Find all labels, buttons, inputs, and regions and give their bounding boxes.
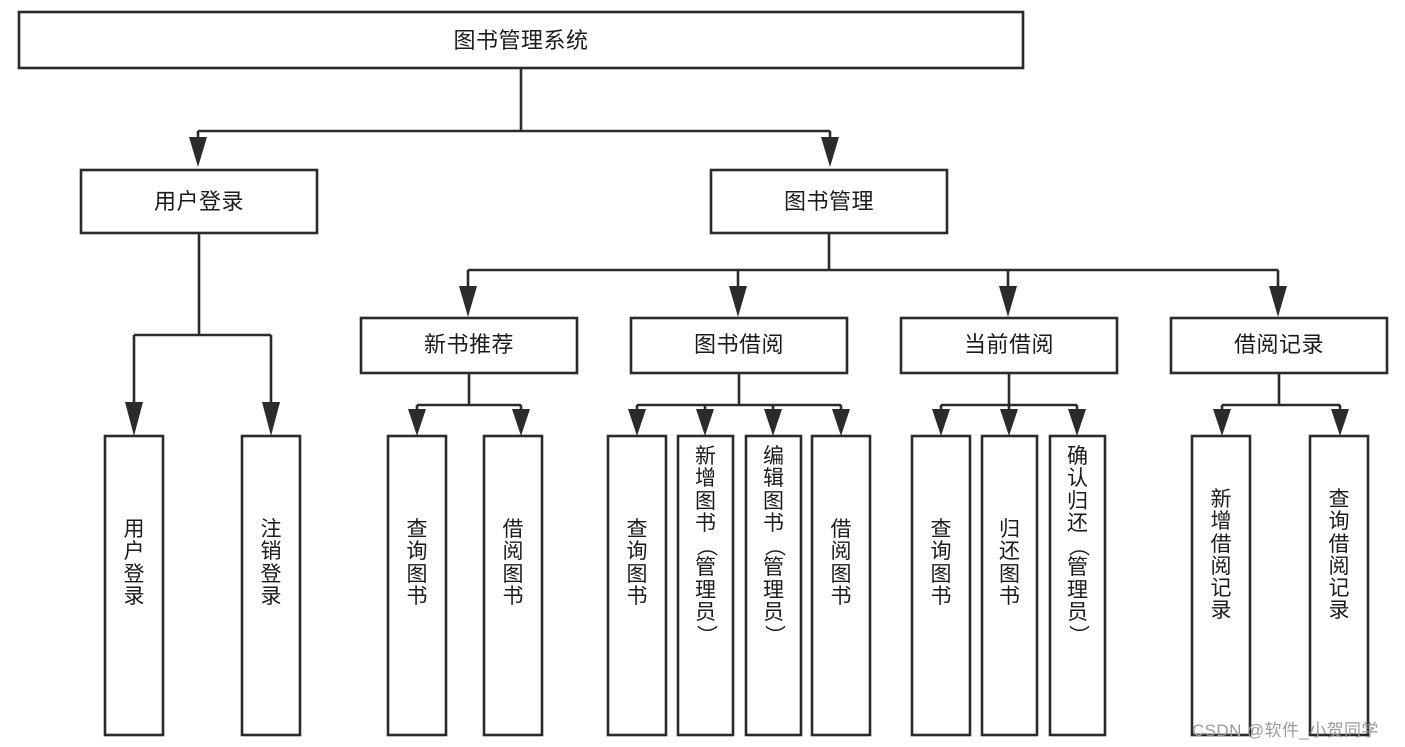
- arrow-to-leaf-add-book: [696, 409, 714, 436]
- leaf-box-return-book[interactable]: [980, 434, 1039, 737]
- arrow-to-leaf-query-book-2: [628, 409, 646, 436]
- connector-root-to-level2: [189, 68, 839, 167]
- connector-new-book-recommend-to-leaves: [408, 373, 530, 436]
- arrow-to-leaf-edit-book: [764, 409, 782, 436]
- arrow-to-leaf-borrow-book-1: [512, 409, 530, 436]
- arrow-to-leaf-user-logout: [262, 402, 280, 436]
- leaf-box-borrow-book-2[interactable]: [810, 434, 872, 737]
- new-book-recommend-label: 新书推荐: [424, 332, 514, 357]
- leaf-box-borrow-book-1[interactable]: [482, 434, 544, 737]
- node-root[interactable]: 图书管理系统: [17, 10, 1025, 70]
- connector-current-borrow-to-leaves: [932, 373, 1086, 436]
- leaf-box-user-logout[interactable]: [240, 434, 302, 737]
- leaf-box-query-book-3[interactable]: [910, 434, 972, 737]
- node-borrow-record[interactable]: 借阅记录: [1169, 316, 1389, 375]
- book-borrow-label: 图书借阅: [694, 332, 784, 357]
- arrow-to-leaf-query-book-1: [408, 409, 426, 436]
- leaf-box-add-record[interactable]: [1190, 434, 1252, 737]
- connector-user-login-to-leaves: [125, 233, 280, 436]
- node-current-borrow[interactable]: 当前借阅: [899, 316, 1119, 375]
- root-label: 图书管理系统: [453, 28, 588, 53]
- book-management-box[interactable]: [709, 168, 949, 235]
- leaf-box-edit-book[interactable]: [744, 434, 803, 737]
- connector-borrow-record-to-leaves: [1213, 373, 1349, 436]
- user-login-label: 用户登录: [154, 189, 244, 214]
- connector-book-borrow-to-leaves: [628, 373, 850, 436]
- leaf-box-query-book-2[interactable]: [606, 434, 668, 737]
- leaf-boxes: [103, 434, 1370, 737]
- leaf-box-user-login[interactable]: [103, 434, 165, 737]
- arrow-to-book-borrow: [729, 286, 747, 317]
- arrow-to-leaf-return-book: [1000, 409, 1018, 436]
- leaf-box-confirm-return[interactable]: [1048, 434, 1107, 737]
- arrow-to-leaf-query-book-3: [932, 409, 950, 436]
- book-borrow-box[interactable]: [629, 316, 849, 375]
- leaf-box-add-book[interactable]: [676, 434, 735, 737]
- arrow-to-leaf-confirm-return: [1068, 409, 1086, 436]
- current-borrow-box[interactable]: [899, 316, 1119, 375]
- arrow-to-borrow-record: [1269, 286, 1287, 317]
- node-book-management[interactable]: 图书管理: [709, 168, 949, 235]
- new-book-recommend-box[interactable]: [359, 316, 579, 375]
- leaf-box-query-record[interactable]: [1308, 434, 1370, 737]
- arrow-to-leaf-query-record: [1331, 409, 1349, 436]
- book-management-label: 图书管理: [784, 189, 874, 214]
- arrow-to-current-borrow: [999, 286, 1017, 317]
- arrow-to-leaf-add-record: [1213, 409, 1231, 436]
- borrow-record-box[interactable]: [1169, 316, 1389, 375]
- arrow-to-new-book-recommend: [459, 286, 477, 317]
- arrow-to-leaf-user-login: [125, 402, 143, 436]
- node-user-login[interactable]: 用户登录: [79, 168, 319, 235]
- root-box[interactable]: [17, 10, 1025, 70]
- node-book-borrow[interactable]: 图书借阅: [629, 316, 849, 375]
- current-borrow-label: 当前借阅: [964, 332, 1054, 357]
- watermark-text: CSDN @软件_小贺同学: [1192, 721, 1379, 740]
- leaf-box-query-book-1[interactable]: [386, 434, 448, 737]
- arrow-to-book-management: [821, 137, 839, 167]
- node-new-book-recommend[interactable]: 新书推荐: [359, 316, 579, 375]
- borrow-record-label: 借阅记录: [1234, 332, 1324, 357]
- arrow-to-leaf-borrow-book-2: [832, 409, 850, 436]
- arrow-to-user-login: [189, 137, 207, 167]
- connector-book-management-to-level3: [459, 233, 1287, 317]
